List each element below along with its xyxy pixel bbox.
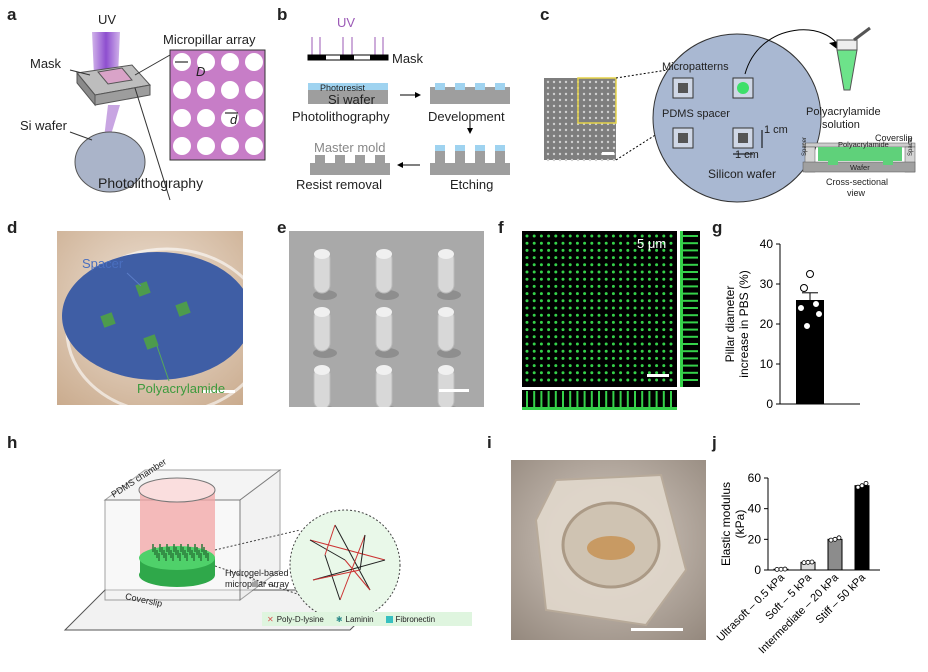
c-solution-line2: solution bbox=[822, 119, 860, 131]
legend-laminin: Laminin bbox=[345, 614, 374, 624]
poly-d-lysine-icon: ✕ bbox=[267, 614, 274, 624]
g-data-point bbox=[797, 304, 805, 312]
g-tick-label: 40 bbox=[760, 237, 774, 251]
b-photolithography-label: Photolithography bbox=[292, 109, 390, 124]
c-spacer-right-label: Spacer bbox=[908, 136, 914, 156]
legend-poly-d-lysine: Poly-D-lysine bbox=[276, 614, 324, 624]
a-d-small-label: d bbox=[230, 112, 238, 127]
a-uv-label: UV bbox=[98, 12, 117, 27]
g-data-point bbox=[803, 322, 811, 330]
h-hydrogel-line1: Hydrogel-based bbox=[225, 568, 289, 578]
c-cm-vertical-label: 1 cm bbox=[764, 124, 788, 136]
b-resist-removal-label: Resist removal bbox=[296, 177, 382, 192]
a-mask-label: Mask bbox=[30, 56, 62, 71]
panel-label-h: h bbox=[7, 433, 18, 452]
h-hydrogel-line2: micropillar array bbox=[225, 579, 290, 589]
g-data-point bbox=[815, 310, 823, 318]
panel-f-fluorescence-image bbox=[522, 231, 700, 410]
j-tick-label: 20 bbox=[748, 532, 762, 546]
j-y-axis-label: Elastic modulus(kPa) bbox=[719, 482, 747, 566]
panel-label-a: a bbox=[7, 5, 17, 24]
g-tick-label: 30 bbox=[760, 277, 774, 291]
j-data-point bbox=[801, 560, 807, 566]
j-data-point bbox=[836, 535, 842, 541]
c-solution-line1: Polyacrylamide bbox=[806, 106, 881, 118]
b-master-mold-label: Master mold bbox=[314, 140, 386, 155]
panel-label-b: b bbox=[277, 5, 288, 24]
panel-label-g: g bbox=[712, 218, 723, 237]
g-data-point bbox=[800, 284, 808, 292]
g-tick-label: 20 bbox=[760, 317, 774, 331]
d-polyacrylamide-label: Polyacrylamide bbox=[137, 381, 226, 396]
panel-i-photo bbox=[511, 460, 706, 640]
c-spacer-left-label: Spacer bbox=[802, 136, 808, 156]
c-coverslip-label: Coverslip bbox=[875, 133, 913, 143]
c-wafer-label: Wafer bbox=[850, 163, 870, 172]
panel-label-e: e bbox=[277, 218, 287, 237]
legend-fibronectin: Fibronectin bbox=[395, 614, 436, 624]
b-development-label: Development bbox=[428, 109, 505, 124]
g-tick-label: 0 bbox=[766, 397, 773, 411]
b-photoresist-label: Photoresist bbox=[320, 83, 366, 93]
a-array-title: Micropillar array bbox=[163, 32, 256, 47]
j-data-point bbox=[805, 559, 811, 565]
panel-d-photo bbox=[57, 231, 243, 405]
g-data-point bbox=[812, 300, 820, 308]
j-data-point bbox=[782, 566, 788, 572]
c-cm-horizontal-label: 1 cm bbox=[735, 149, 759, 161]
j-data-point bbox=[774, 566, 780, 572]
c-micropatterns-label: Micropatterns bbox=[662, 61, 729, 73]
a-si-wafer-label: Si wafer bbox=[20, 118, 67, 133]
j-tick-label: 0 bbox=[754, 563, 761, 577]
a-caption: Photolithography bbox=[98, 175, 204, 191]
panel-label-f: f bbox=[498, 218, 504, 237]
fibronectin-icon bbox=[385, 615, 393, 623]
g-data-point bbox=[806, 270, 814, 278]
j-data-point bbox=[855, 484, 861, 490]
g-tick-label: 10 bbox=[760, 357, 774, 371]
panel-label-c: c bbox=[540, 5, 550, 24]
b-uv-label: UV bbox=[337, 15, 356, 30]
b-etching-label: Etching bbox=[450, 177, 494, 192]
c-cross-line1: Cross-sectional bbox=[826, 177, 889, 187]
h-legend: ✕Poly-D-lysine ✱Laminin Fibronectin bbox=[262, 612, 472, 626]
b-mask-label: Mask bbox=[392, 51, 424, 66]
panel-h-illustration bbox=[63, 469, 401, 631]
panel-e-sem-image bbox=[289, 231, 484, 407]
g-y-axis-label: Pillar diameterincrease in PBS (%) bbox=[723, 270, 751, 377]
c-pdms-spacer-label: PDMS spacer bbox=[662, 108, 730, 120]
f-scale-label: 5 μm bbox=[637, 236, 667, 251]
j-bar bbox=[854, 485, 870, 571]
d-spacer-label: Spacer bbox=[82, 256, 124, 271]
c-polyacrylamide-label: Polyacrylamide bbox=[838, 140, 889, 149]
panel-label-i: i bbox=[487, 433, 492, 452]
panel-c-illustration bbox=[544, 26, 916, 203]
j-data-point bbox=[828, 537, 834, 543]
panel-a-illustration bbox=[69, 32, 266, 201]
j-data-point bbox=[859, 483, 865, 489]
b-si-wafer-label: Si wafer bbox=[328, 92, 375, 107]
laminin-icon: ✱ bbox=[335, 614, 343, 624]
a-d-large-label: D bbox=[196, 64, 206, 79]
c-silicon-wafer-label: Silicon wafer bbox=[708, 167, 777, 181]
j-tick-label: 40 bbox=[748, 502, 762, 516]
j-data-point bbox=[832, 536, 838, 542]
panel-b-process-diagram bbox=[307, 37, 510, 175]
c-cross-line2: view bbox=[847, 188, 866, 198]
j-data-point bbox=[863, 480, 869, 486]
panel-label-d: d bbox=[7, 218, 18, 237]
j-data-point bbox=[778, 566, 784, 572]
j-tick-label: 60 bbox=[748, 471, 762, 485]
j-bar bbox=[827, 538, 843, 571]
panel-label-j: j bbox=[712, 433, 717, 452]
j-data-point bbox=[809, 559, 815, 565]
